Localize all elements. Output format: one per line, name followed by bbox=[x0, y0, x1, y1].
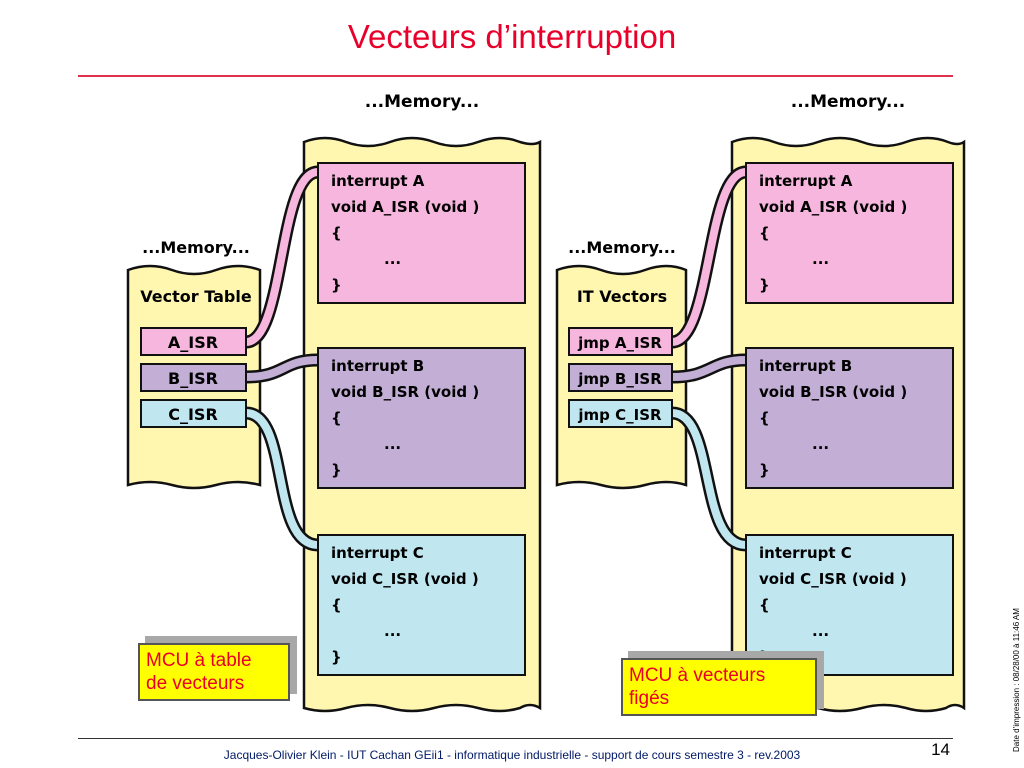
print-date: Date d’impression : 08/28/00 à 11:46 AM bbox=[1012, 608, 1021, 752]
right-caption-line1: MCU à vecteurs bbox=[629, 665, 766, 686]
slide-title: Vecteurs d’interruption bbox=[347, 18, 677, 55]
left-isr-b-line3: { bbox=[331, 409, 342, 427]
left-isr-c-line2: void C_ISR (void ) bbox=[331, 570, 479, 588]
right-entry-c-box bbox=[568, 399, 673, 428]
left-isr-c-line4: ... bbox=[384, 622, 401, 640]
left-isr-c-block bbox=[317, 534, 526, 676]
left-isr-c-line5: } bbox=[331, 648, 342, 666]
left-isr-b-line1: interrupt B bbox=[331, 357, 424, 375]
right-memory-label-small: ...Memory... bbox=[568, 238, 676, 257]
left-isr-b-line5: } bbox=[331, 461, 342, 479]
right-isr-a-line3: { bbox=[759, 224, 770, 242]
right-entry-a-box bbox=[568, 327, 673, 356]
left-isr-c-line3: { bbox=[331, 596, 342, 614]
left-isr-b-line2: void B_ISR (void ) bbox=[331, 383, 479, 401]
right-isr-c-line2: void C_ISR (void ) bbox=[759, 570, 907, 588]
left-caption-line2: de vecteurs bbox=[146, 673, 245, 694]
right-isr-c-line3: { bbox=[759, 596, 770, 614]
page-number: 14 bbox=[931, 740, 950, 759]
right-isr-b-line1: interrupt B bbox=[759, 357, 852, 375]
right-isr-a-line4: ... bbox=[812, 250, 829, 268]
left-entry-c: C_ISR bbox=[168, 405, 218, 424]
left-entry-c-box bbox=[140, 399, 247, 428]
left-isr-b-line4: ... bbox=[384, 435, 401, 453]
left-table-header: Vector Table bbox=[140, 287, 252, 306]
left-isr-a-line2: void A_ISR (void ) bbox=[331, 198, 479, 216]
right-isr-c-line1: interrupt C bbox=[759, 544, 852, 562]
right-isr-c-line4: ... bbox=[812, 622, 829, 640]
right-isr-a-line2: void A_ISR (void ) bbox=[759, 198, 907, 216]
right-isr-c-block bbox=[745, 534, 954, 676]
left-isr-c-line1: interrupt C bbox=[331, 544, 424, 562]
right-isr-a-line1: interrupt A bbox=[759, 172, 853, 190]
right-entry-a: jmp A_ISR bbox=[577, 334, 662, 352]
right-isr-b-line3: { bbox=[759, 409, 770, 427]
right-isr-b-line2: void B_ISR (void ) bbox=[759, 383, 907, 401]
left-memory-label-big: ...Memory... bbox=[365, 92, 480, 112]
right-caption-line2: figés bbox=[629, 688, 670, 709]
left-memory-label-small: ...Memory... bbox=[142, 238, 250, 257]
right-isr-b-block bbox=[745, 347, 954, 489]
left-entry-a: A_ISR bbox=[168, 333, 218, 352]
right-memory-label-big: ...Memory... bbox=[791, 92, 906, 112]
right-diagram: ...Memory... ...Memory... IT Vectors jmp… bbox=[555, 92, 966, 713]
footer-text: Jacques-Olivier Klein - IUT Cachan GEii1… bbox=[223, 748, 801, 762]
left-caption-line1: MCU à table bbox=[146, 650, 252, 671]
right-table-header: IT Vectors bbox=[577, 287, 667, 306]
left-isr-b-block bbox=[317, 347, 526, 489]
right-entry-b: jmp B_ISR bbox=[577, 370, 662, 388]
right-isr-b-line4: ... bbox=[812, 435, 829, 453]
left-caption: MCU à table de vecteurs bbox=[138, 643, 290, 701]
right-isr-b-line5: } bbox=[759, 461, 770, 479]
left-entry-a-box bbox=[140, 327, 247, 356]
left-isr-a-line1: interrupt A bbox=[331, 172, 425, 190]
left-isr-a-line4: ... bbox=[384, 250, 401, 268]
right-entry-c: jmp C_ISR bbox=[577, 406, 662, 424]
right-entry-b-box bbox=[568, 363, 673, 392]
left-diagram: ...Memory... ...Memory... Vector Table A… bbox=[126, 92, 542, 713]
left-entry-b-box bbox=[140, 363, 247, 392]
right-isr-a-block bbox=[745, 162, 954, 304]
title-rule bbox=[78, 75, 953, 77]
footer-rule bbox=[78, 738, 953, 739]
left-isr-a-line5: } bbox=[331, 276, 342, 294]
right-isr-c-line5: } bbox=[759, 648, 770, 666]
left-entry-b: B_ISR bbox=[168, 369, 218, 388]
right-caption: MCU à vecteurs figés bbox=[621, 658, 817, 716]
left-isr-a-line3: { bbox=[331, 224, 342, 242]
left-isr-a-block bbox=[317, 162, 526, 304]
right-isr-a-line5: } bbox=[759, 276, 770, 294]
